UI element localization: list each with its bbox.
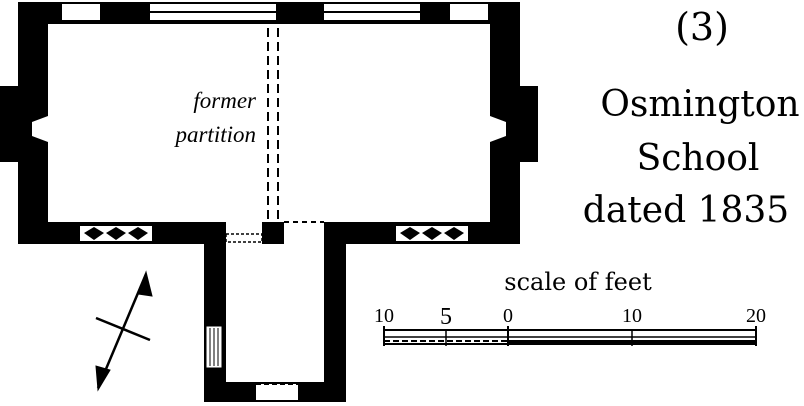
east-fireplace — [490, 116, 506, 142]
former-partition — [267, 28, 279, 222]
north-arrow-icon — [95, 270, 153, 392]
porch-west-wall — [204, 222, 226, 400]
north-windows — [62, 4, 488, 20]
scale-ticks: 10 5 0 10 20 — [374, 304, 766, 330]
porch-east-wall — [324, 222, 346, 400]
title-line-3: dated 1835 — [583, 190, 789, 231]
central-pier — [262, 222, 284, 244]
east-chimney — [518, 86, 538, 162]
scale-tick-20: 20 — [746, 305, 766, 327]
porch-walls — [204, 222, 346, 402]
porch-entrance — [256, 384, 298, 400]
plan-number: (3) — [675, 5, 729, 49]
north-window-4 — [450, 4, 488, 20]
scale-label: scale of feet — [504, 268, 652, 296]
west-fireplace — [32, 116, 48, 142]
west-chimney — [0, 86, 20, 162]
doorway-threshold — [225, 233, 263, 243]
title-line-2: School — [637, 138, 760, 179]
annotation-partition: partition — [173, 122, 256, 147]
scale-tick-0: 0 — [503, 305, 513, 327]
scale-tick-10-right: 10 — [622, 305, 642, 327]
scale-tick-5: 5 — [440, 304, 452, 330]
main-hall-walls — [0, 2, 538, 244]
scale-bar — [383, 326, 757, 346]
title-line-1: Osmington — [600, 84, 799, 125]
annotation-former: former — [193, 88, 257, 113]
south-windows — [80, 226, 468, 241]
north-window-1 — [62, 4, 100, 20]
scale-tick-10-left: 10 — [374, 305, 394, 327]
